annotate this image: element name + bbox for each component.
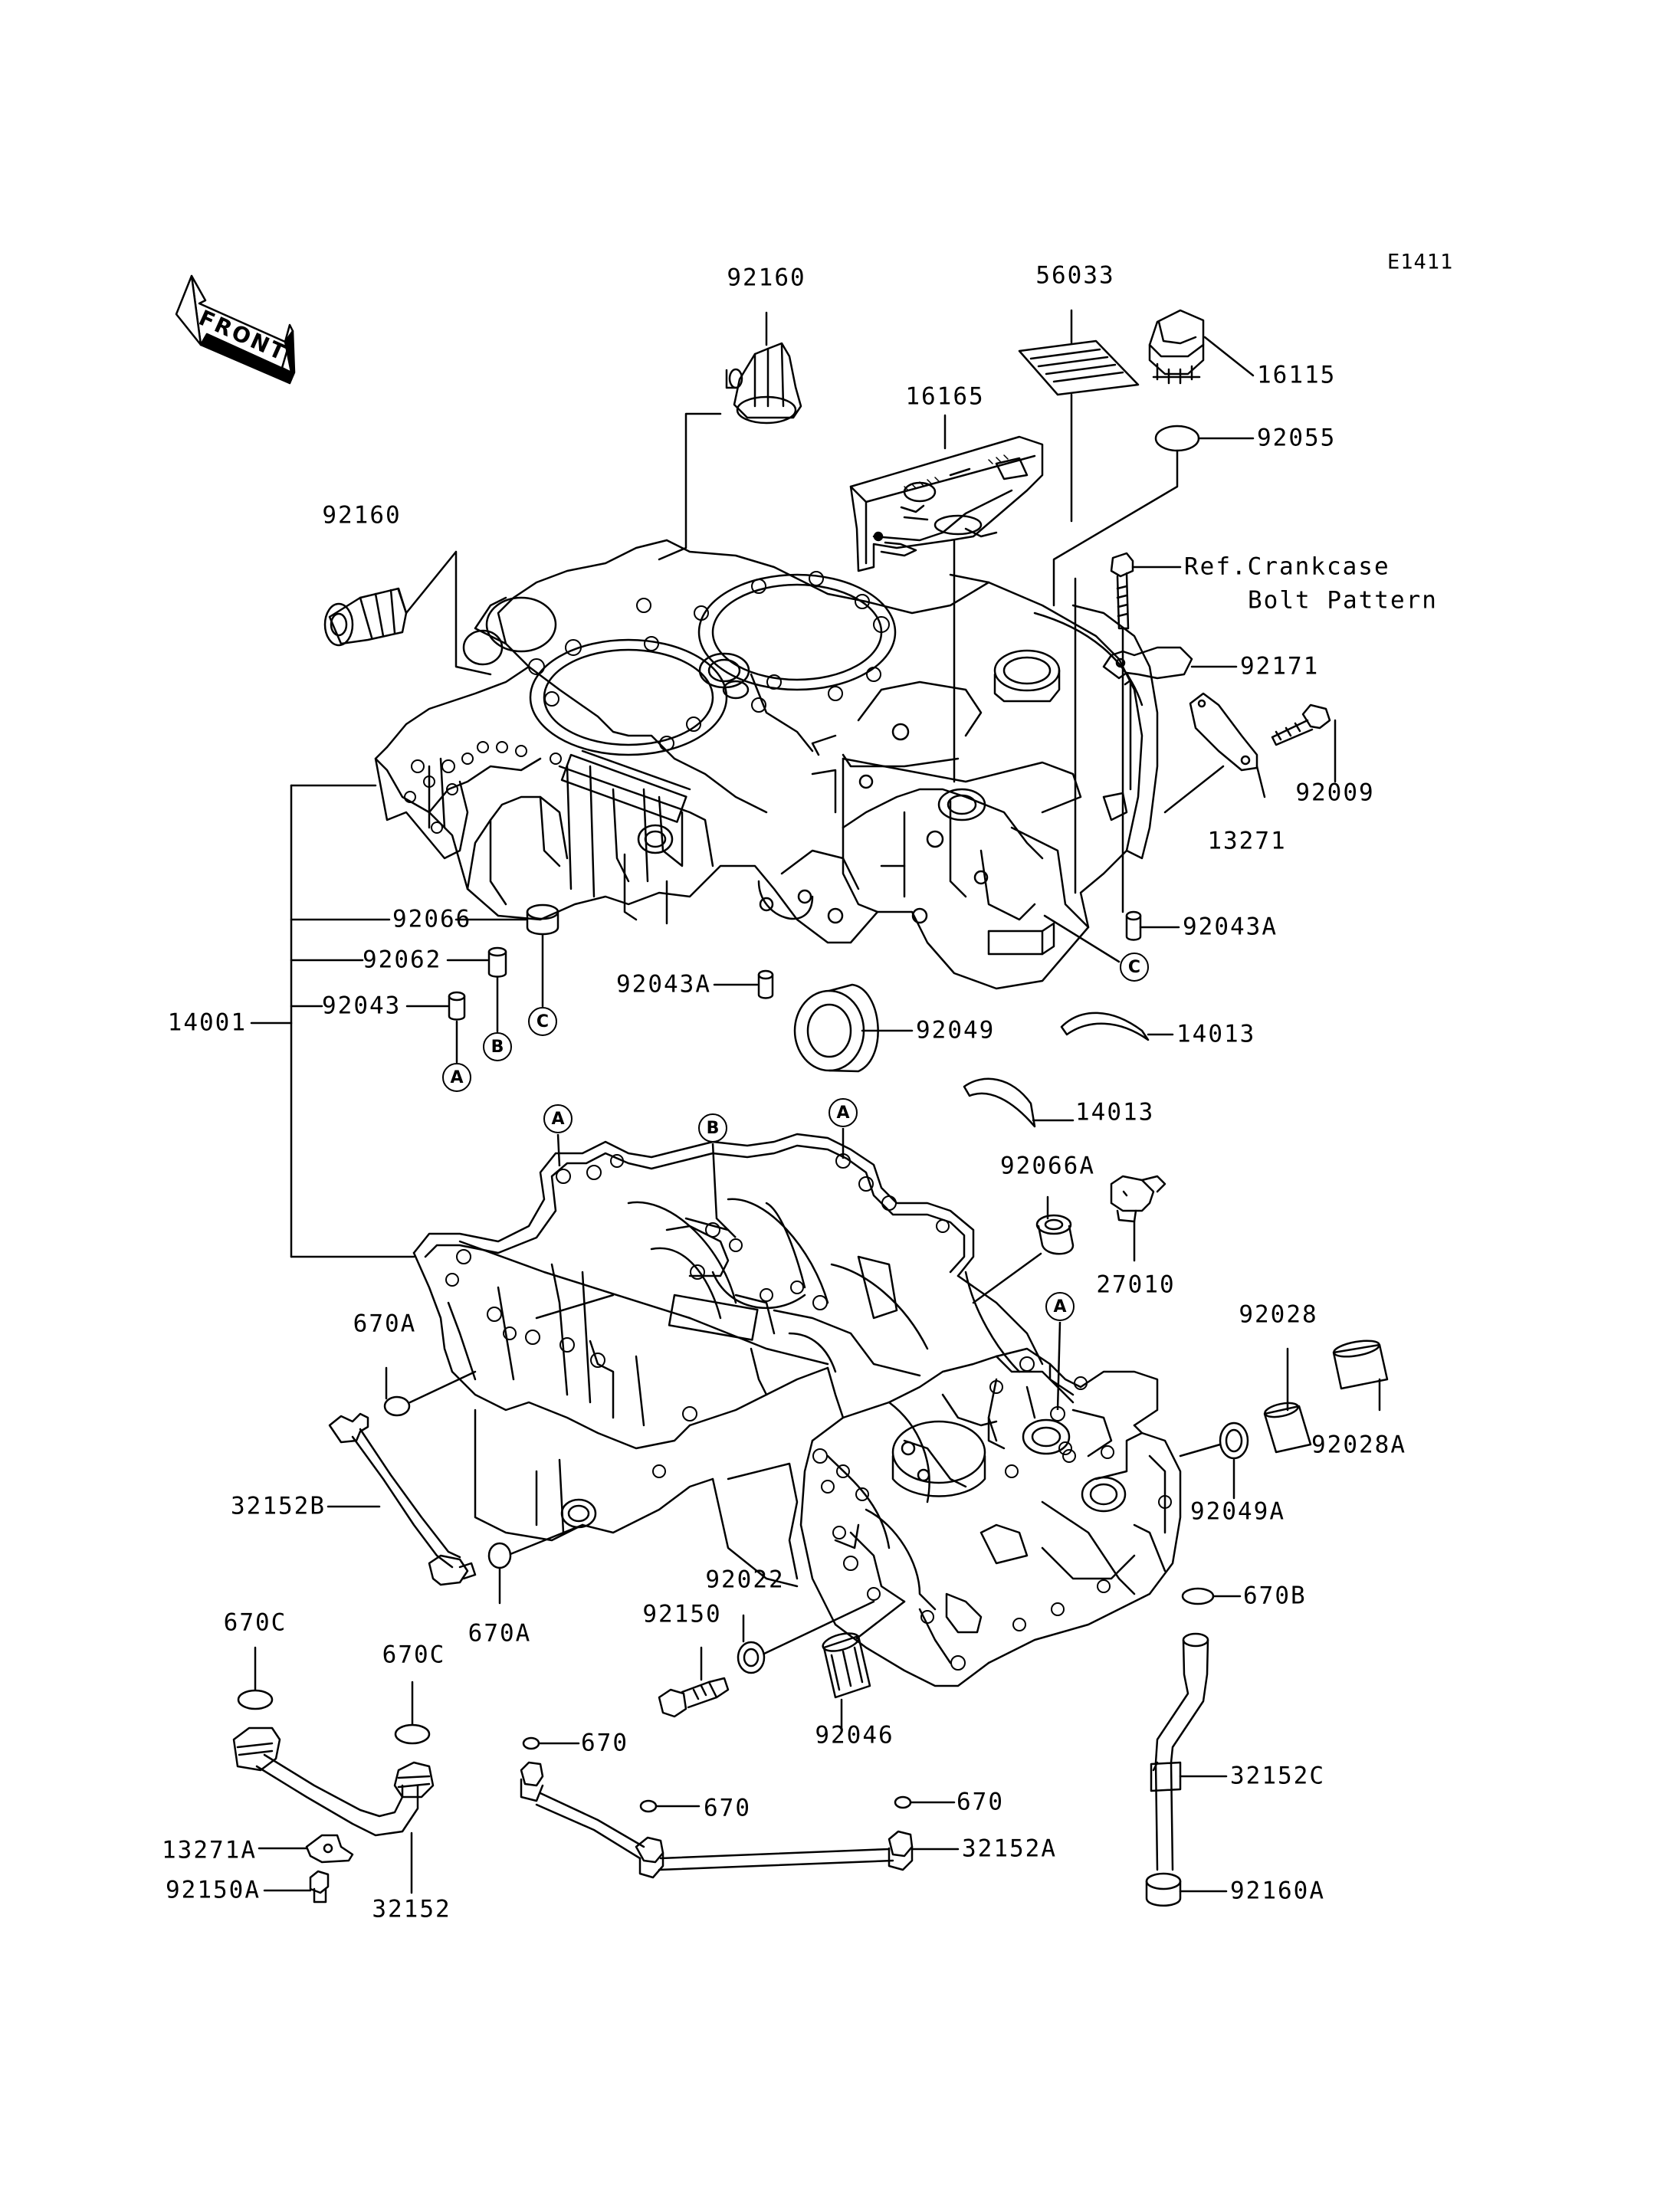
marker-a-left: A — [442, 1063, 471, 1092]
label-92028A: 92028A — [1311, 1431, 1406, 1459]
label-92043: 92043 — [322, 992, 402, 1020]
label-92043A-mid: 92043A — [616, 970, 711, 998]
dowel-92043A-right — [1125, 910, 1142, 941]
leader-lines — [250, 309, 1381, 1894]
label-92028: 92028 — [1239, 1300, 1318, 1329]
label-14013-a: 14013 — [1176, 1020, 1256, 1048]
dowel-92043A-mid — [757, 969, 774, 999]
label-92160-left: 92160 — [322, 501, 402, 530]
front-arrow-icon — [175, 274, 296, 385]
label-16115: 16115 — [1257, 361, 1337, 389]
upper-crankcase — [374, 539, 1159, 990]
plate-13271A — [305, 1834, 354, 1864]
label-16165: 16165 — [905, 382, 985, 411]
marker-c-right: C — [1120, 953, 1149, 982]
neutral-switch — [1110, 1175, 1166, 1223]
strainer-92160A — [1145, 1872, 1182, 1907]
label-92062: 92062 — [363, 946, 442, 974]
label-32152C: 32152C — [1230, 1762, 1325, 1790]
screw-92009 — [1271, 703, 1331, 746]
bolt-92150A — [309, 1870, 330, 1904]
label-32152: 32152 — [372, 1895, 451, 1923]
label-670B: 670B — [1243, 1582, 1307, 1610]
label-14001: 14001 — [167, 1008, 247, 1037]
marker-a-case-3: A — [1045, 1292, 1075, 1321]
label-92049A: 92049A — [1190, 1497, 1285, 1526]
label-92009: 92009 — [1295, 779, 1375, 807]
oil-strainer-top — [725, 342, 802, 425]
oil-pipe-32152A — [520, 1761, 914, 1879]
label-92046: 92046 — [815, 1721, 894, 1749]
oil-pipe-32152 — [232, 1726, 435, 1837]
plate-13271 — [1189, 692, 1258, 772]
marker-a-case-1: A — [543, 1104, 573, 1133]
marker-a-case-2: A — [829, 1098, 858, 1127]
label-92160-top: 92160 — [727, 264, 806, 292]
ref-note-line2: Bolt Pattern — [1248, 586, 1438, 615]
label-92160A: 92160A — [1230, 1877, 1325, 1905]
label-56033: 56033 — [1035, 261, 1115, 290]
label-92066A: 92066A — [1000, 1152, 1095, 1180]
label-92043A-right: 92043A — [1183, 913, 1278, 941]
label-670C-b: 670C — [382, 1641, 446, 1669]
oil-strainer-left — [323, 587, 408, 647]
label-92049: 92049 — [916, 1016, 996, 1044]
label-670-b: 670 — [704, 1794, 751, 1822]
figure-code: E1411 — [1387, 250, 1454, 274]
label-32152A: 32152A — [962, 1835, 1057, 1863]
bolt-92150 — [658, 1677, 730, 1718]
label-670-a: 670 — [581, 1729, 628, 1757]
oil-pipe-32152C — [1150, 1632, 1209, 1871]
marker-b-case: B — [698, 1113, 727, 1143]
collar-92028A — [1332, 1340, 1389, 1390]
label-670-c: 670 — [956, 1788, 1004, 1816]
label-92055: 92055 — [1257, 424, 1337, 452]
label-32152B: 32152B — [231, 1492, 326, 1520]
marker-b-left: B — [483, 1032, 512, 1061]
oil-pipe-32152B — [328, 1412, 477, 1586]
label-92171: 92171 — [1240, 652, 1320, 680]
label-27010: 27010 — [1096, 1271, 1176, 1299]
dowel-92043 — [448, 991, 466, 1021]
ref-note-line1: Ref.Crankcase — [1184, 553, 1390, 581]
oil-filler-cap — [1148, 309, 1205, 385]
bearing-14013-a — [1060, 1012, 1150, 1041]
label-13271: 13271 — [1207, 827, 1287, 855]
label-670A-bot: 670A — [468, 1619, 532, 1648]
plug-92066A — [1035, 1214, 1075, 1255]
oring-670A-top — [383, 1395, 411, 1417]
label-92150: 92150 — [642, 1600, 722, 1628]
label-670A-top: 670A — [353, 1310, 417, 1338]
label-92022: 92022 — [705, 1566, 785, 1594]
caution-label — [1018, 339, 1140, 396]
label-14013-b: 14013 — [1075, 1098, 1155, 1126]
label-92150A: 92150A — [166, 1876, 261, 1904]
label-13271A: 13271A — [162, 1836, 257, 1864]
breather-plate — [849, 435, 1044, 572]
label-92066: 92066 — [392, 905, 472, 933]
oil-seal-92049A — [1219, 1421, 1249, 1460]
label-670C-a: 670C — [223, 1608, 287, 1637]
bearing-14013-b — [963, 1077, 1036, 1128]
washer-92022 — [737, 1641, 766, 1674]
marker-c-left: C — [528, 1007, 557, 1036]
